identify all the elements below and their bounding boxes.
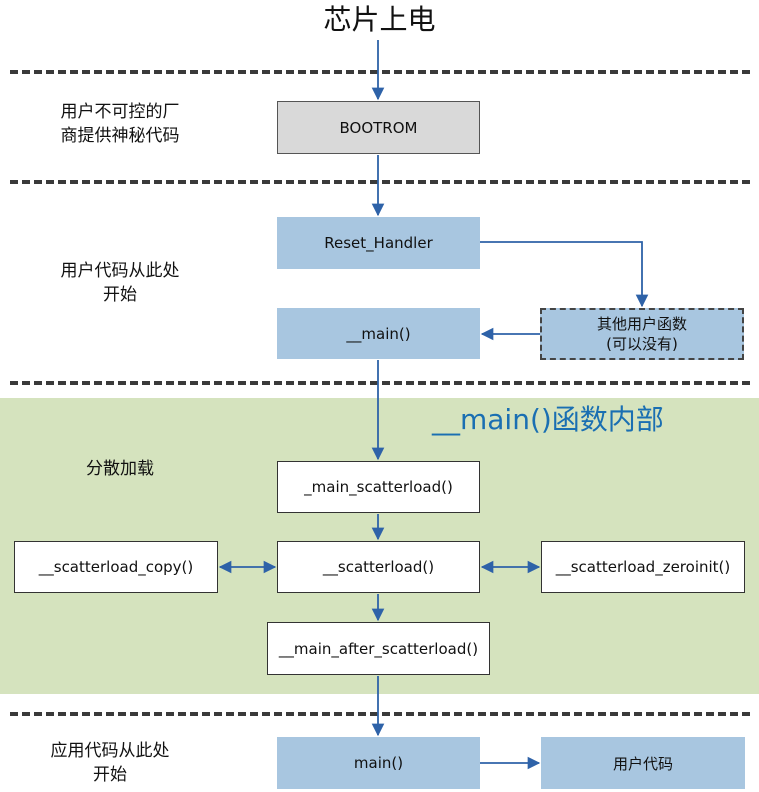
separator-line — [10, 712, 750, 716]
arrow-reset-to-other — [480, 241, 649, 308]
reset-handler-box: Reset_Handler — [277, 217, 480, 269]
other-user-functions-box: 其他用户函数 (可以没有) — [540, 308, 744, 360]
label-line: 开始 — [93, 765, 127, 785]
scatterload-copy-box: __scatterload_copy() — [14, 541, 218, 593]
scatter-section-label: 分散加载 — [40, 457, 200, 481]
separator-line — [10, 381, 750, 385]
region-title: __main()函数内部 — [432, 403, 664, 436]
main-after-scatterload-box: __main_after_scatterload() — [267, 622, 490, 675]
user-code-box: 用户代码 — [541, 737, 745, 789]
label-line: 商提供神秘代码 — [60, 126, 180, 146]
main-function-box: main() — [277, 737, 480, 789]
label-line: 用户代码从此处 — [60, 261, 180, 281]
box-line: (可以没有) — [606, 335, 678, 353]
bootrom-section-label: 用户不可控的厂 商提供神秘代码 — [40, 100, 200, 148]
label-line: 分散加载 — [86, 459, 154, 479]
app-section-label: 应用代码从此处 开始 — [30, 739, 190, 787]
scatterload-zeroinit-box: __scatterload_zeroinit() — [541, 541, 745, 593]
box-line: 其他用户函数 — [596, 315, 687, 333]
separator-line — [10, 70, 750, 74]
user-start-section-label: 用户代码从此处 开始 — [40, 259, 200, 307]
main-scatterload-box: _main_scatterload() — [277, 461, 480, 513]
label-line: 用户不可控的厂 — [60, 102, 180, 122]
main-entry-box: __main() — [277, 308, 480, 359]
label-line: 应用代码从此处 — [50, 741, 170, 761]
separator-line — [10, 180, 750, 184]
bootrom-box: BOOTROM — [277, 101, 480, 154]
label-line: 开始 — [103, 285, 137, 305]
diagram-title: 芯片上电 — [323, 3, 436, 36]
scatterload-box: __scatterload() — [277, 541, 480, 593]
